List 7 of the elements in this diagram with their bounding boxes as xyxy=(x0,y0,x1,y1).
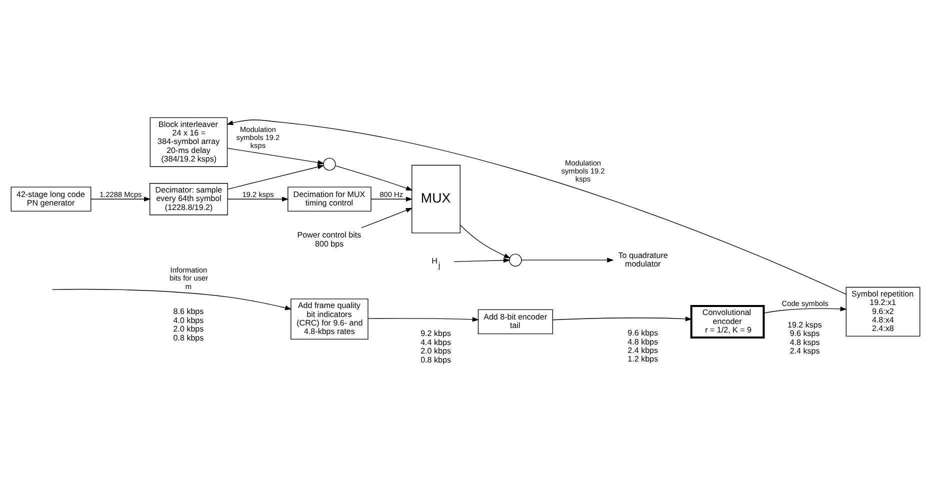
edge-label: 1.2288 Mcps xyxy=(100,190,142,199)
edge-label: Code symbols xyxy=(782,299,828,308)
edge-label: 800 Hz xyxy=(380,190,404,199)
edge-label: Modulation symbols 19.2 ksps xyxy=(236,124,280,150)
edge-label: Information bits for user m xyxy=(170,266,208,291)
edge-label: Modulation symbols 19.2 ksps xyxy=(561,158,605,184)
edge-label: 19.2 ksps xyxy=(242,190,274,199)
